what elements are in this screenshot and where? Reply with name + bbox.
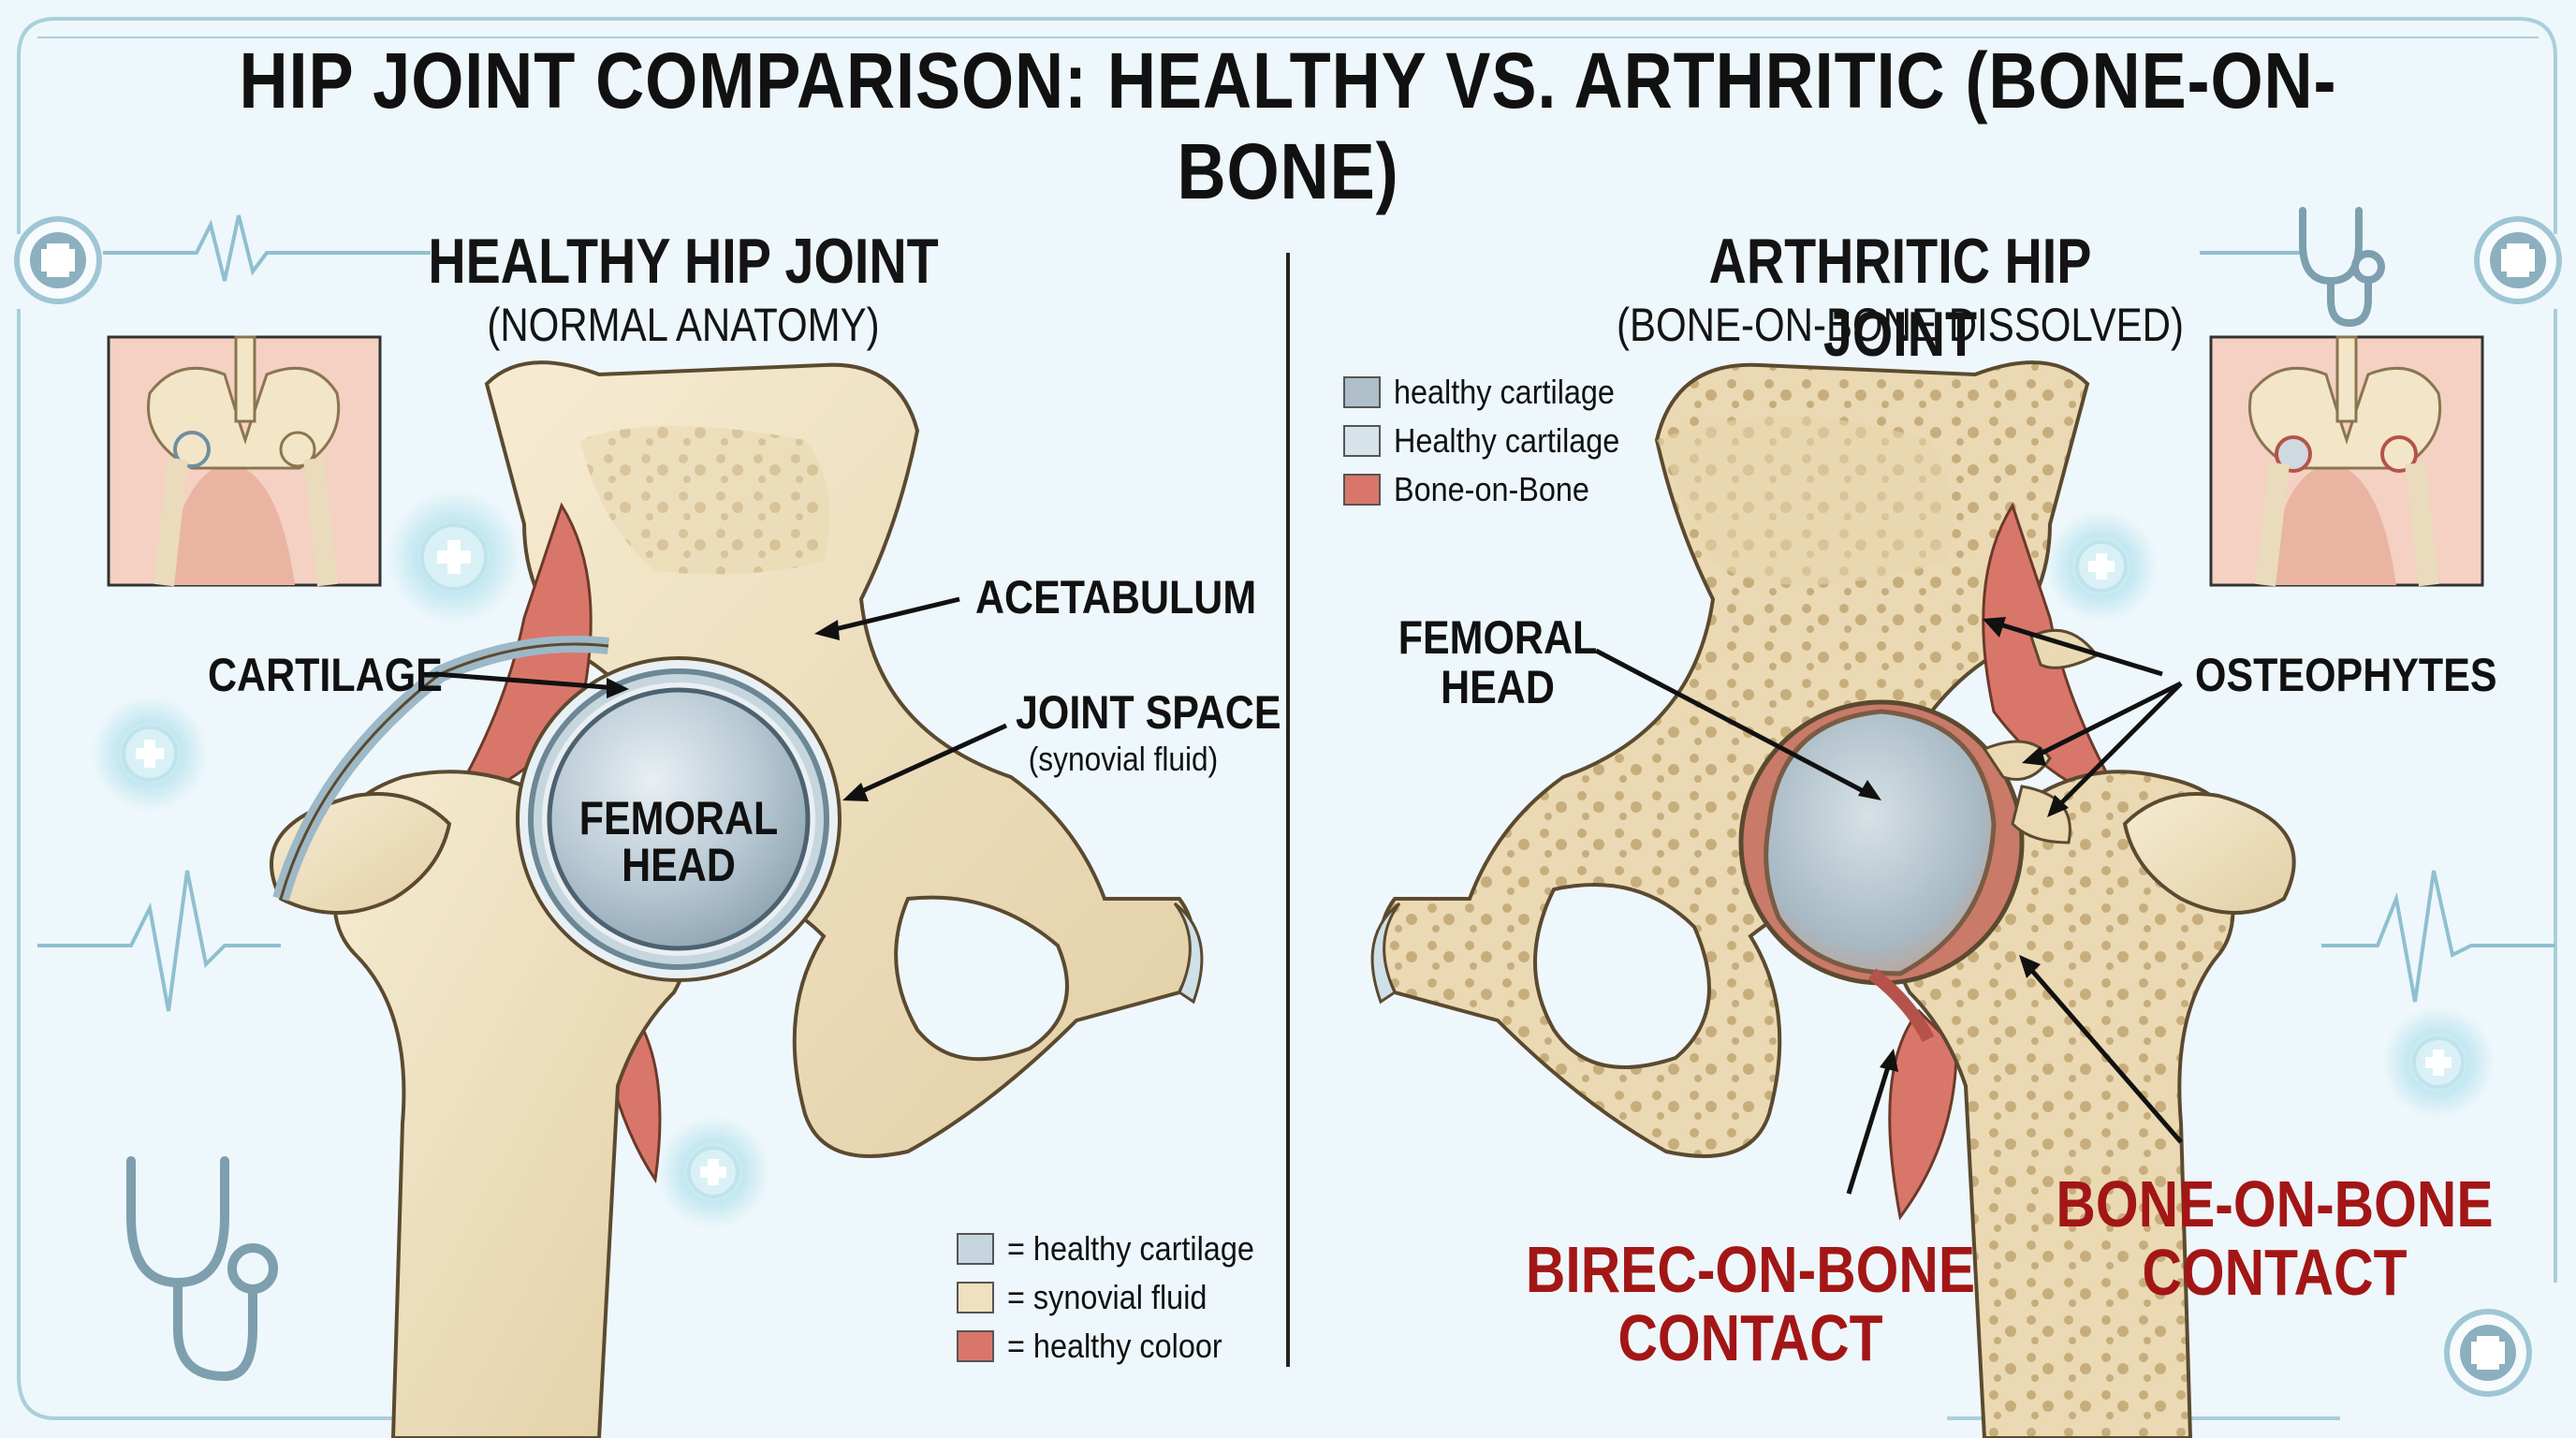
arthritic-femoral-head (1764, 709, 1997, 976)
arthritic-femoral-head-label-1: FEMORAL (1398, 611, 1598, 664)
legend-text: Bone-on-Bone (1394, 470, 1589, 508)
healthy-panel-title: HEALTHY HIP JOINT (428, 226, 939, 297)
plus-icon (14, 216, 102, 304)
legend-swatch (1343, 425, 1381, 457)
healthy-femoral-head-label-1: FEMORAL (578, 792, 779, 844)
legend-item: = healthy coloor (957, 1322, 1281, 1371)
joint-space-label: JOINT SPACE (1016, 686, 1281, 739)
contact-label-left-1: BIREC-ON-BONE (1525, 1233, 1976, 1306)
healthy-femoral-head-label-2: HEAD (622, 839, 736, 891)
heartbeat-icon (37, 214, 2555, 1012)
healthy-panel-subtitle: (NORMAL ANATOMY) (487, 299, 880, 351)
arthritic-obturator (1533, 883, 1711, 1069)
acetabulum-label: ACETABULUM (975, 571, 1257, 624)
contact-label-left-2: CONTACT (1617, 1301, 1883, 1374)
frame-border (17, 17, 2557, 1420)
healthy-hip-illustration (270, 360, 1204, 1438)
arthritic-panel-subtitle: (BONE-ON-BONE DISSOLVED) (1617, 299, 2184, 351)
legend-swatch (957, 1330, 994, 1362)
plus-icon (657, 1116, 769, 1228)
legend-swatch (1343, 474, 1381, 506)
healthy-legend: = healthy cartilage = synovial fluid = h… (957, 1225, 1281, 1371)
legend-item: = synovial fluid (957, 1273, 1281, 1322)
legend-text: healthy cartilage (1394, 373, 1615, 411)
legend-text: = healthy cartilage (1007, 1229, 1254, 1268)
plus-icon (387, 490, 521, 624)
legend-text: = healthy coloor (1007, 1327, 1222, 1365)
healthy-femoral-head (547, 687, 811, 951)
plus-icon (2444, 1309, 2532, 1397)
joint-space-sublabel: (synovial fluid) (1028, 740, 1219, 778)
legend-item: = healthy cartilage (957, 1225, 1281, 1273)
cartilage-label: CARTILAGE (208, 649, 443, 701)
contact-label-right-2: CONTACT (2142, 1236, 2408, 1309)
plus-icon (2382, 1006, 2495, 1119)
legend-swatch (957, 1233, 994, 1265)
stethoscope-icon (2299, 207, 2385, 328)
legend-item: Bone-on-Bone (1343, 465, 1645, 514)
arrow-heads (607, 617, 2069, 1072)
healthy-obturator (894, 895, 1069, 1062)
legend-item: Healthy cartilage (1343, 417, 1645, 465)
legend-text: = synovial fluid (1007, 1278, 1208, 1316)
label-arrows (434, 596, 2183, 1195)
contact-label-right-1: BONE-ON-BONE (2056, 1167, 2494, 1240)
arthritic-femoral-head-label-2: HEAD (1441, 661, 1555, 713)
page-title: HIP JOINT COMPARISON: HEALTHY VS. ARTHRI… (239, 37, 2337, 215)
arthritic-legend: healthy cartilage Healthy cartilage Bone… (1343, 368, 1645, 514)
plus-icon (2474, 216, 2562, 304)
plus-icon (92, 696, 208, 812)
arthritic-hip-illustration (1370, 360, 2296, 1438)
osteophytes-label: OSTEOPHYTES (2195, 649, 2497, 701)
pelvis-thumbnail (107, 335, 382, 587)
plus-icon (2045, 510, 2158, 623)
osteophyte (1982, 740, 2052, 781)
pelvis-thumbnail (2209, 335, 2484, 587)
arthritic-panel-title: ARTHRITIC HIP JOINT (1708, 226, 2092, 370)
legend-swatch (957, 1282, 994, 1313)
legend-item: healthy cartilage (1343, 368, 1645, 417)
legend-swatch (1343, 376, 1381, 408)
legend-text: Healthy cartilage (1394, 421, 1620, 460)
stethoscope-icon (126, 1156, 278, 1382)
